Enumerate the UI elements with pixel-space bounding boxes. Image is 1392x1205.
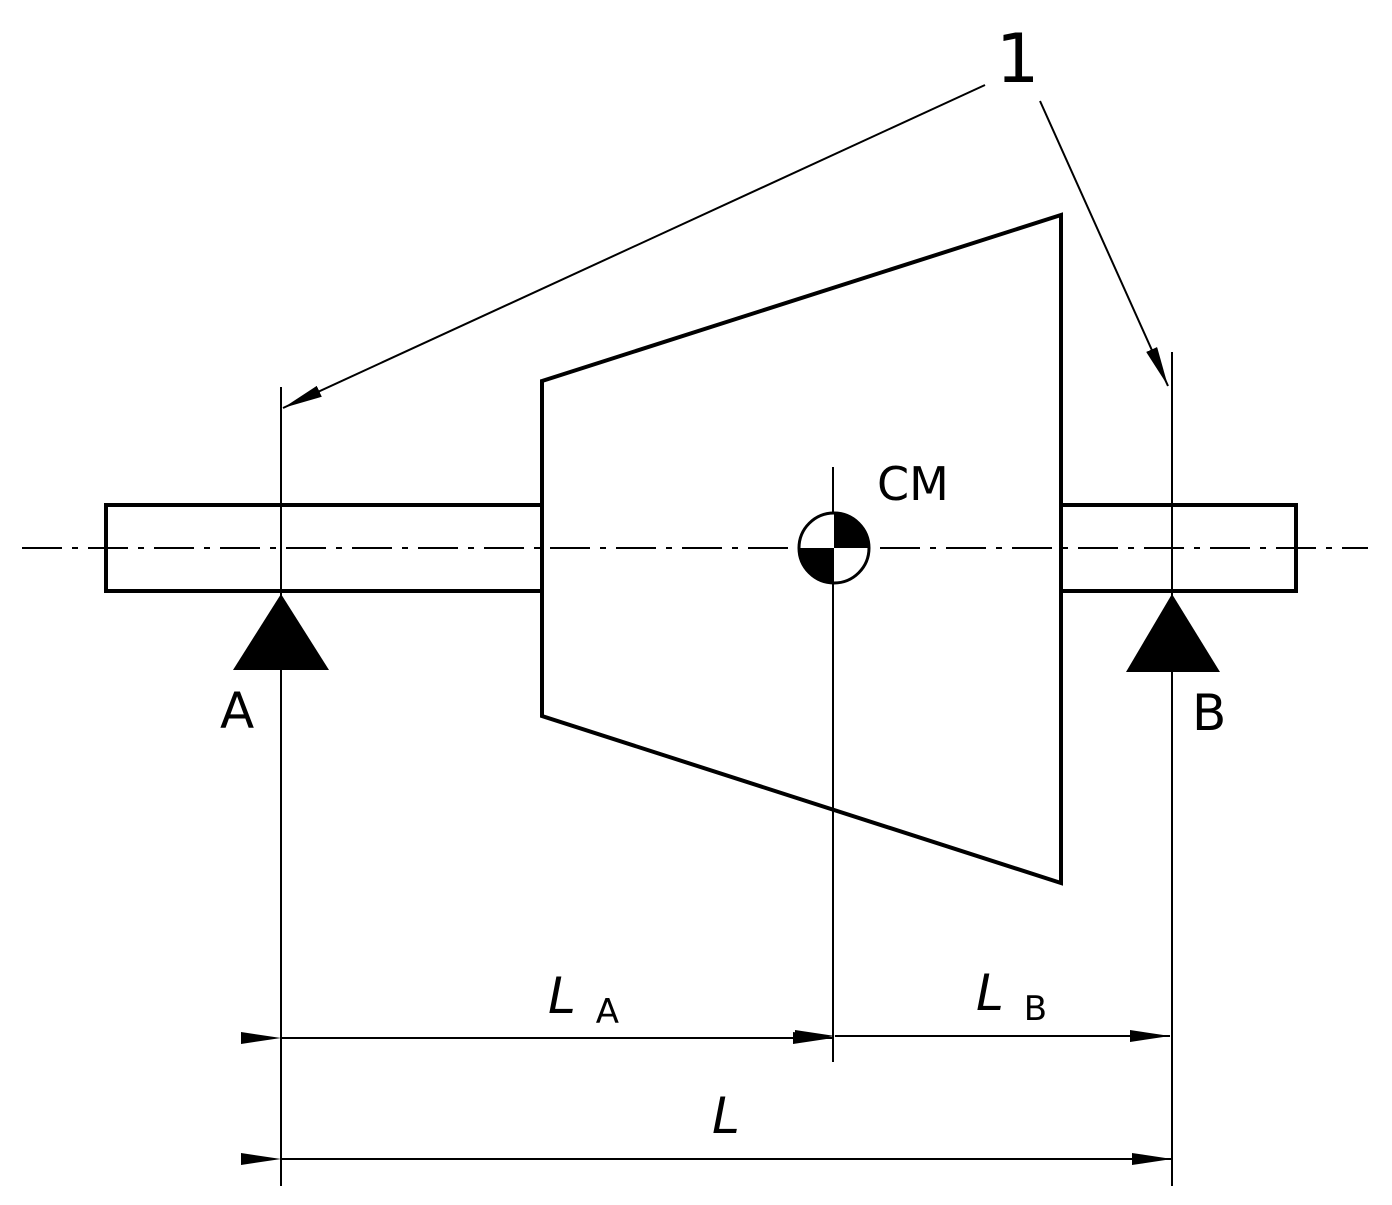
leader-line-to-a [282, 84, 986, 409]
support-a-triangle [233, 594, 329, 670]
dimension-label-la: L A [548, 967, 619, 1032]
dimension-label-total: L [712, 1087, 740, 1145]
left-shaft [104, 503, 541, 593]
cm-label: CM [877, 457, 949, 511]
dimension-label-lb-sub: B [1024, 989, 1047, 1029]
right-shaft [1061, 503, 1298, 593]
dimension-label-lb-main: L [976, 964, 1004, 1022]
center-of-mass-symbol [797, 511, 871, 585]
leader-line-to-b [1039, 100, 1169, 387]
support-b-triangle [1126, 594, 1220, 672]
callout-number: 1 [996, 20, 1039, 99]
rotor-body [540, 212, 1063, 886]
dimension-label-la-sub: A [596, 992, 619, 1032]
dimension-label-lb: L B [976, 964, 1047, 1029]
dimension-label-la-main: L [548, 967, 576, 1025]
support-b-label: B [1192, 684, 1226, 742]
support-a-label: A [220, 682, 254, 740]
